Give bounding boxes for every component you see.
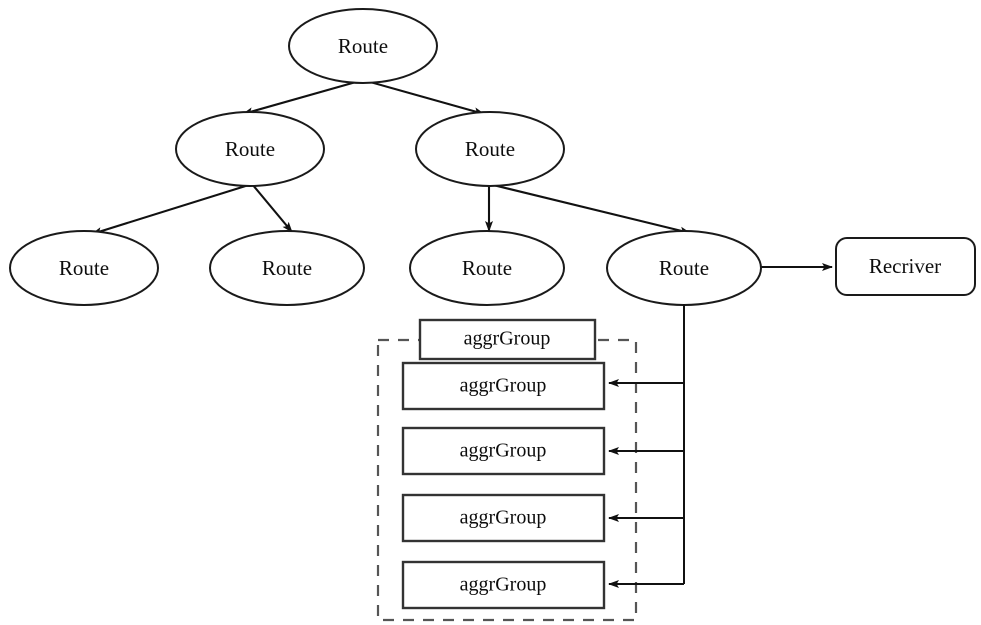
box-label: aggrGroup: [464, 328, 551, 350]
aggr-group-box-4[interactable]: aggrGroup: [401, 493, 606, 543]
node-receiver[interactable]: Recriver: [835, 237, 976, 296]
node-route-leaf-2[interactable]: Route: [209, 230, 365, 306]
node-route-leaf-4[interactable]: Route: [606, 230, 762, 306]
edge-route-l-to-leaf-2: [251, 183, 293, 233]
box-shape: [401, 493, 606, 543]
box-label: aggrGroup: [460, 440, 547, 462]
aggr-group-box-3[interactable]: aggrGroup: [401, 426, 606, 476]
aggr-group-box-5[interactable]: aggrGroup: [401, 560, 606, 610]
node-label: Route: [338, 34, 388, 58]
node-route-level2-right[interactable]: Route: [415, 111, 565, 187]
rounded-rect-shape: [835, 237, 976, 296]
ellipse-shape: [209, 230, 365, 306]
aggr-group-box-1[interactable]: aggrGroup: [418, 318, 597, 361]
node-route-root[interactable]: Route: [288, 8, 438, 84]
ellipse-shape: [409, 230, 565, 306]
node-label: Route: [659, 256, 709, 280]
ellipse-shape: [415, 111, 565, 187]
edge-route-l-to-leaf-1: [91, 182, 253, 236]
ellipse-shape: [175, 111, 325, 187]
box-shape: [401, 361, 606, 411]
node-route-leaf-1[interactable]: Route: [9, 230, 159, 306]
node-route-level2-left[interactable]: Route: [175, 111, 325, 187]
node-label: Route: [225, 137, 275, 161]
node-label: Route: [59, 256, 109, 280]
box-shape: [418, 318, 597, 361]
box-shape: [401, 426, 606, 476]
ellipse-shape: [9, 230, 159, 306]
edge-route-r-to-leaf-4: [488, 182, 691, 235]
node-label: Recriver: [869, 254, 941, 278]
edge-root-to-route-l: [242, 78, 364, 116]
box-label: aggrGroup: [460, 375, 547, 397]
box-label: aggrGroup: [460, 507, 547, 529]
aggr-group-box-2[interactable]: aggrGroup: [401, 361, 606, 411]
node-label: Route: [465, 137, 515, 161]
aggregation-trunk: [608, 304, 685, 588]
box-shape: [401, 560, 606, 610]
edge-root-to-route-r: [362, 78, 485, 116]
node-label: Route: [462, 256, 512, 280]
node-label: Route: [262, 256, 312, 280]
ellipse-shape: [288, 8, 438, 84]
node-route-leaf-3[interactable]: Route: [409, 230, 565, 306]
box-label: aggrGroup: [460, 574, 547, 596]
edge-layer: [91, 78, 833, 271]
